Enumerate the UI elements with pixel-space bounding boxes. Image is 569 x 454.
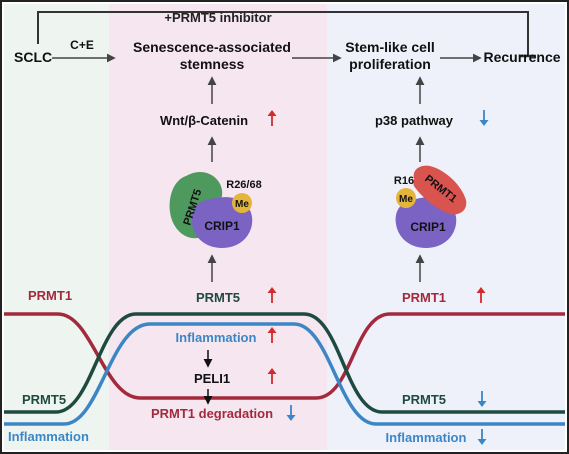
prmt5-up-arrow-icon <box>267 287 277 303</box>
inflammation-level-curve <box>4 322 565 426</box>
senescence-label-line1: Senescence-associated <box>133 39 291 55</box>
wnt-label: Wnt/β-Catenin <box>160 113 248 128</box>
methyl-left-label: Me <box>235 199 249 210</box>
prmt1-left-label: PRMT1 <box>28 288 72 303</box>
site-right-label: R16 <box>394 175 414 187</box>
prmt5-crip1-complex: PRMT5 CRIP1 Me R26/68 <box>169 172 262 248</box>
wnt-up-arrow-icon <box>267 110 277 126</box>
prmt1-up-arrow-icon <box>476 287 486 303</box>
inhibitor-line <box>37 11 529 56</box>
prmt1-protein-shape <box>413 165 467 215</box>
prmt5-protein-shape <box>169 172 223 239</box>
degradation-down-arrow-icon <box>286 405 296 421</box>
inflammation-right-label: Inflammation <box>386 430 467 445</box>
crip1-left-label: CRIP1 <box>204 219 240 233</box>
methyl-right-shape <box>396 188 416 208</box>
site-left-label: R26/68 <box>226 179 261 191</box>
senescence-label-line2: stemness <box>180 56 245 72</box>
p38-down-arrow-icon <box>479 110 489 126</box>
prmt5-level-curve <box>4 312 565 414</box>
prmt1-right-label: PRMT1 <box>402 290 446 305</box>
p38-label: p38 pathway <box>375 113 454 128</box>
inflammation-left-label: Inflammation <box>8 429 89 444</box>
recurrence-label: Recurrence <box>483 49 560 65</box>
inflammation-up-arrow-icon <box>267 327 277 343</box>
prmt5-right-label: PRMT5 <box>402 392 446 407</box>
inhibitor-label: +PRMT5 inhibitor <box>164 10 271 25</box>
stemlike-label-line2: proliferation <box>349 56 431 72</box>
sclc-label: SCLC <box>14 49 52 65</box>
inflammation-down-arrow-icon <box>477 429 487 445</box>
inflammation-center-label: Inflammation <box>176 330 257 345</box>
methyl-right-label: Me <box>399 194 413 205</box>
prmt1-degradation-label: PRMT1 degradation <box>151 406 273 421</box>
prmt5-down-arrow-icon <box>477 391 487 407</box>
treatment-label: C+E <box>70 38 94 52</box>
panel-left <box>4 4 109 450</box>
methyl-group-shape <box>232 193 252 213</box>
prmt1-level-curve <box>4 312 565 400</box>
peli1-up-arrow-icon <box>267 368 277 384</box>
peli1-label: PELI1 <box>194 371 230 386</box>
stemlike-label-line1: Stem-like cell <box>345 39 435 55</box>
prmt5-center-label: PRMT5 <box>196 290 240 305</box>
prmt5-left-label: PRMT5 <box>22 392 66 407</box>
crip1-right-label: CRIP1 <box>410 220 446 234</box>
